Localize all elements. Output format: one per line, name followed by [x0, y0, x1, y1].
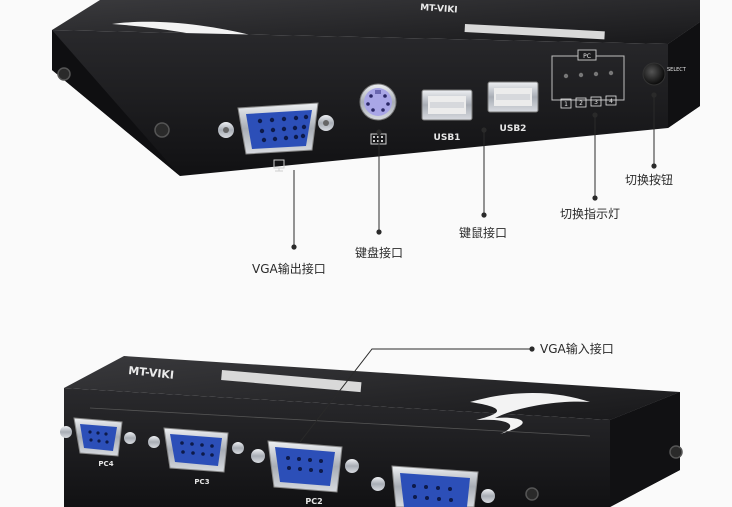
bottom-brand-label: MT-VIKI	[128, 364, 175, 382]
keyboard-port-label: 键盘接口	[355, 246, 404, 260]
bottom-callout	[299, 346, 535, 443]
switch-button-label: 切换按钮	[625, 173, 674, 187]
vga-output-port	[218, 102, 334, 155]
pc2-label: PC2	[305, 497, 322, 506]
led-4	[608, 70, 614, 76]
mouse-port-label: 键鼠接口	[459, 226, 508, 240]
top-model-strip	[464, 24, 605, 40]
usb1-label: USB1	[434, 133, 461, 143]
led-3	[593, 71, 599, 77]
ps2-keyboard-port	[359, 83, 397, 121]
switch-led-label: 切换指示灯	[560, 207, 621, 221]
right-screw-icon	[669, 445, 683, 459]
pc3-label: PC3	[194, 478, 209, 486]
usb-port-1: USB1	[421, 89, 473, 143]
side-screw-icon	[57, 67, 71, 81]
select-knob	[642, 62, 666, 86]
usb2-label: USB2	[500, 124, 527, 134]
top-callouts	[291, 92, 657, 250]
bottom-device-right-side	[610, 392, 680, 507]
pc-panel-label: PC	[583, 53, 591, 60]
vga-input-label: VGA输入接口	[540, 342, 614, 356]
bottom-model-strip	[221, 370, 362, 393]
vga-output-label: VGA输出接口	[252, 262, 326, 276]
front-screw-icon	[154, 122, 170, 138]
led-number-3: 3	[594, 99, 598, 106]
select-label: SELECT	[667, 67, 687, 73]
bottom-device-front-panel	[64, 388, 680, 507]
pc4-label: PC4	[98, 460, 113, 468]
bottom-kvm-switch: MT-VIKI PC4 PC3	[60, 356, 683, 507]
vga-input-port-pc4: PC4	[60, 417, 136, 468]
top-kvm-switch: USB1 USB2 PC 1 2	[52, 0, 700, 176]
pc-led-panel: PC 1 2 3 4	[551, 49, 625, 109]
top-device-right-side	[668, 22, 700, 128]
usb-port-2: USB2	[487, 81, 539, 134]
led-1	[563, 73, 569, 79]
vga-input-port-pc3: PC3	[148, 427, 244, 486]
top-brand-label: MT-VIKI	[420, 3, 458, 16]
bottom-device-swoosh	[470, 392, 590, 434]
vga-input-port-pc1	[371, 465, 495, 507]
led-2	[578, 72, 584, 78]
front-right-screw-icon	[525, 487, 539, 501]
top-device-left-side	[52, 30, 180, 176]
led-number-1: 1	[564, 101, 568, 108]
vga-input-port-pc2: PC2	[251, 440, 359, 506]
led-number-2: 2	[579, 100, 583, 107]
led-number-4: 4	[609, 98, 613, 105]
